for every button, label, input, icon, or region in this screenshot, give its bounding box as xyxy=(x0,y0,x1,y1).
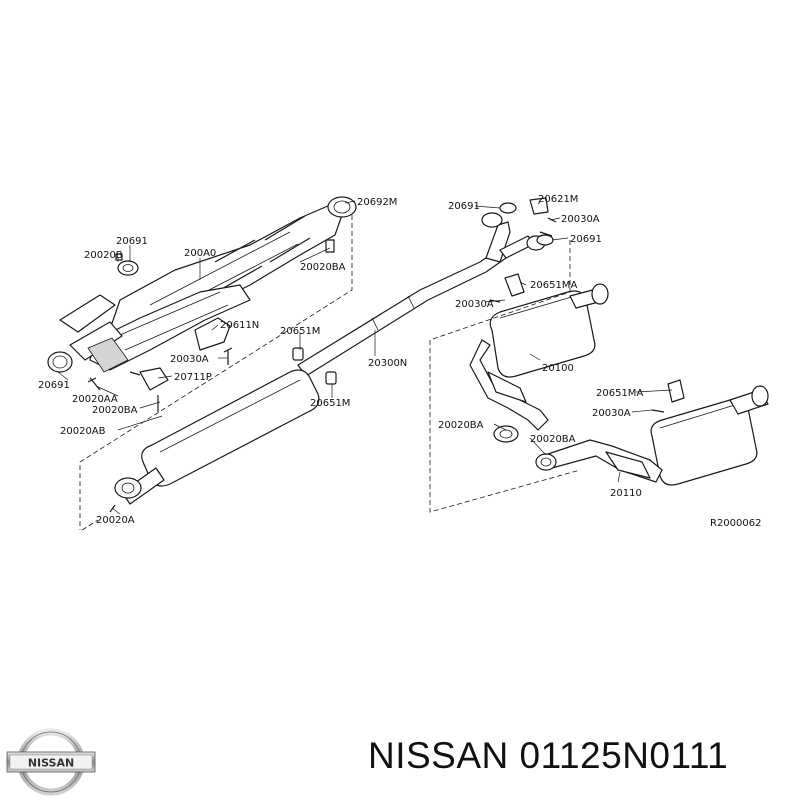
label-20030A-c: 20030A xyxy=(455,299,494,310)
label-20020A: 20020A xyxy=(96,515,135,526)
caption-part-number: 01125N0111 xyxy=(519,735,729,776)
label-20691-c: 20691 xyxy=(448,201,480,212)
label-20651M-a: 20651M xyxy=(280,326,320,337)
label-20020AB: 20020AB xyxy=(60,426,106,437)
label-20300N: 20300N xyxy=(368,358,407,369)
label-20100: 20100 xyxy=(542,363,574,374)
main-muffler-upper xyxy=(469,283,609,443)
part-labels: 20692M 20691 20020B 200A0 20020BA 20611N… xyxy=(38,194,761,529)
nissan-logo: NISSAN xyxy=(6,728,96,796)
part-caption: NISSAN 01125N0111 xyxy=(368,735,728,777)
label-20691-d: 20691 xyxy=(570,234,602,245)
caption-brand: NISSAN xyxy=(368,735,509,776)
label-20030A-a: 20030A xyxy=(170,354,209,365)
grouping-lines xyxy=(79,215,581,531)
label-20651M-b: 20651M xyxy=(310,398,350,409)
label-20651MA-a: 20651MA xyxy=(530,280,577,291)
label-20030A-b: 20030A xyxy=(561,214,600,225)
label-20691-b: 20691 xyxy=(38,380,70,391)
label-20692M: 20692M xyxy=(357,197,397,208)
logo-text: NISSAN xyxy=(28,757,74,770)
y-pipe-hardware xyxy=(489,197,557,303)
label-20020BA-c: 20020BA xyxy=(438,420,484,431)
label-20110: 20110 xyxy=(610,488,642,499)
front-tube-catalyst-assembly xyxy=(47,196,357,412)
label-20621M: 20621M xyxy=(538,194,578,205)
label-20020B: 20020B xyxy=(84,250,123,261)
label-20651MA-b: 20651MA xyxy=(596,388,643,399)
label-20611N: 20611N xyxy=(220,320,259,331)
label-20711P: 20711P xyxy=(174,372,212,383)
label-20020BA-a: 20020BA xyxy=(300,262,346,273)
figure-code: R2000062 xyxy=(710,518,761,529)
label-20020BA-d: 20020BA xyxy=(530,434,576,445)
label-20020BA-b: 20020BA xyxy=(92,405,138,416)
label-20030A-d: 20030A xyxy=(592,408,631,419)
main-muffler-lower xyxy=(535,379,769,486)
label-200A0: 200A0 xyxy=(184,248,216,259)
label-20691-a: 20691 xyxy=(116,236,148,247)
center-tube-assembly xyxy=(109,212,546,513)
leader-lines xyxy=(57,200,673,515)
label-20020AA: 20020AA xyxy=(72,394,118,405)
